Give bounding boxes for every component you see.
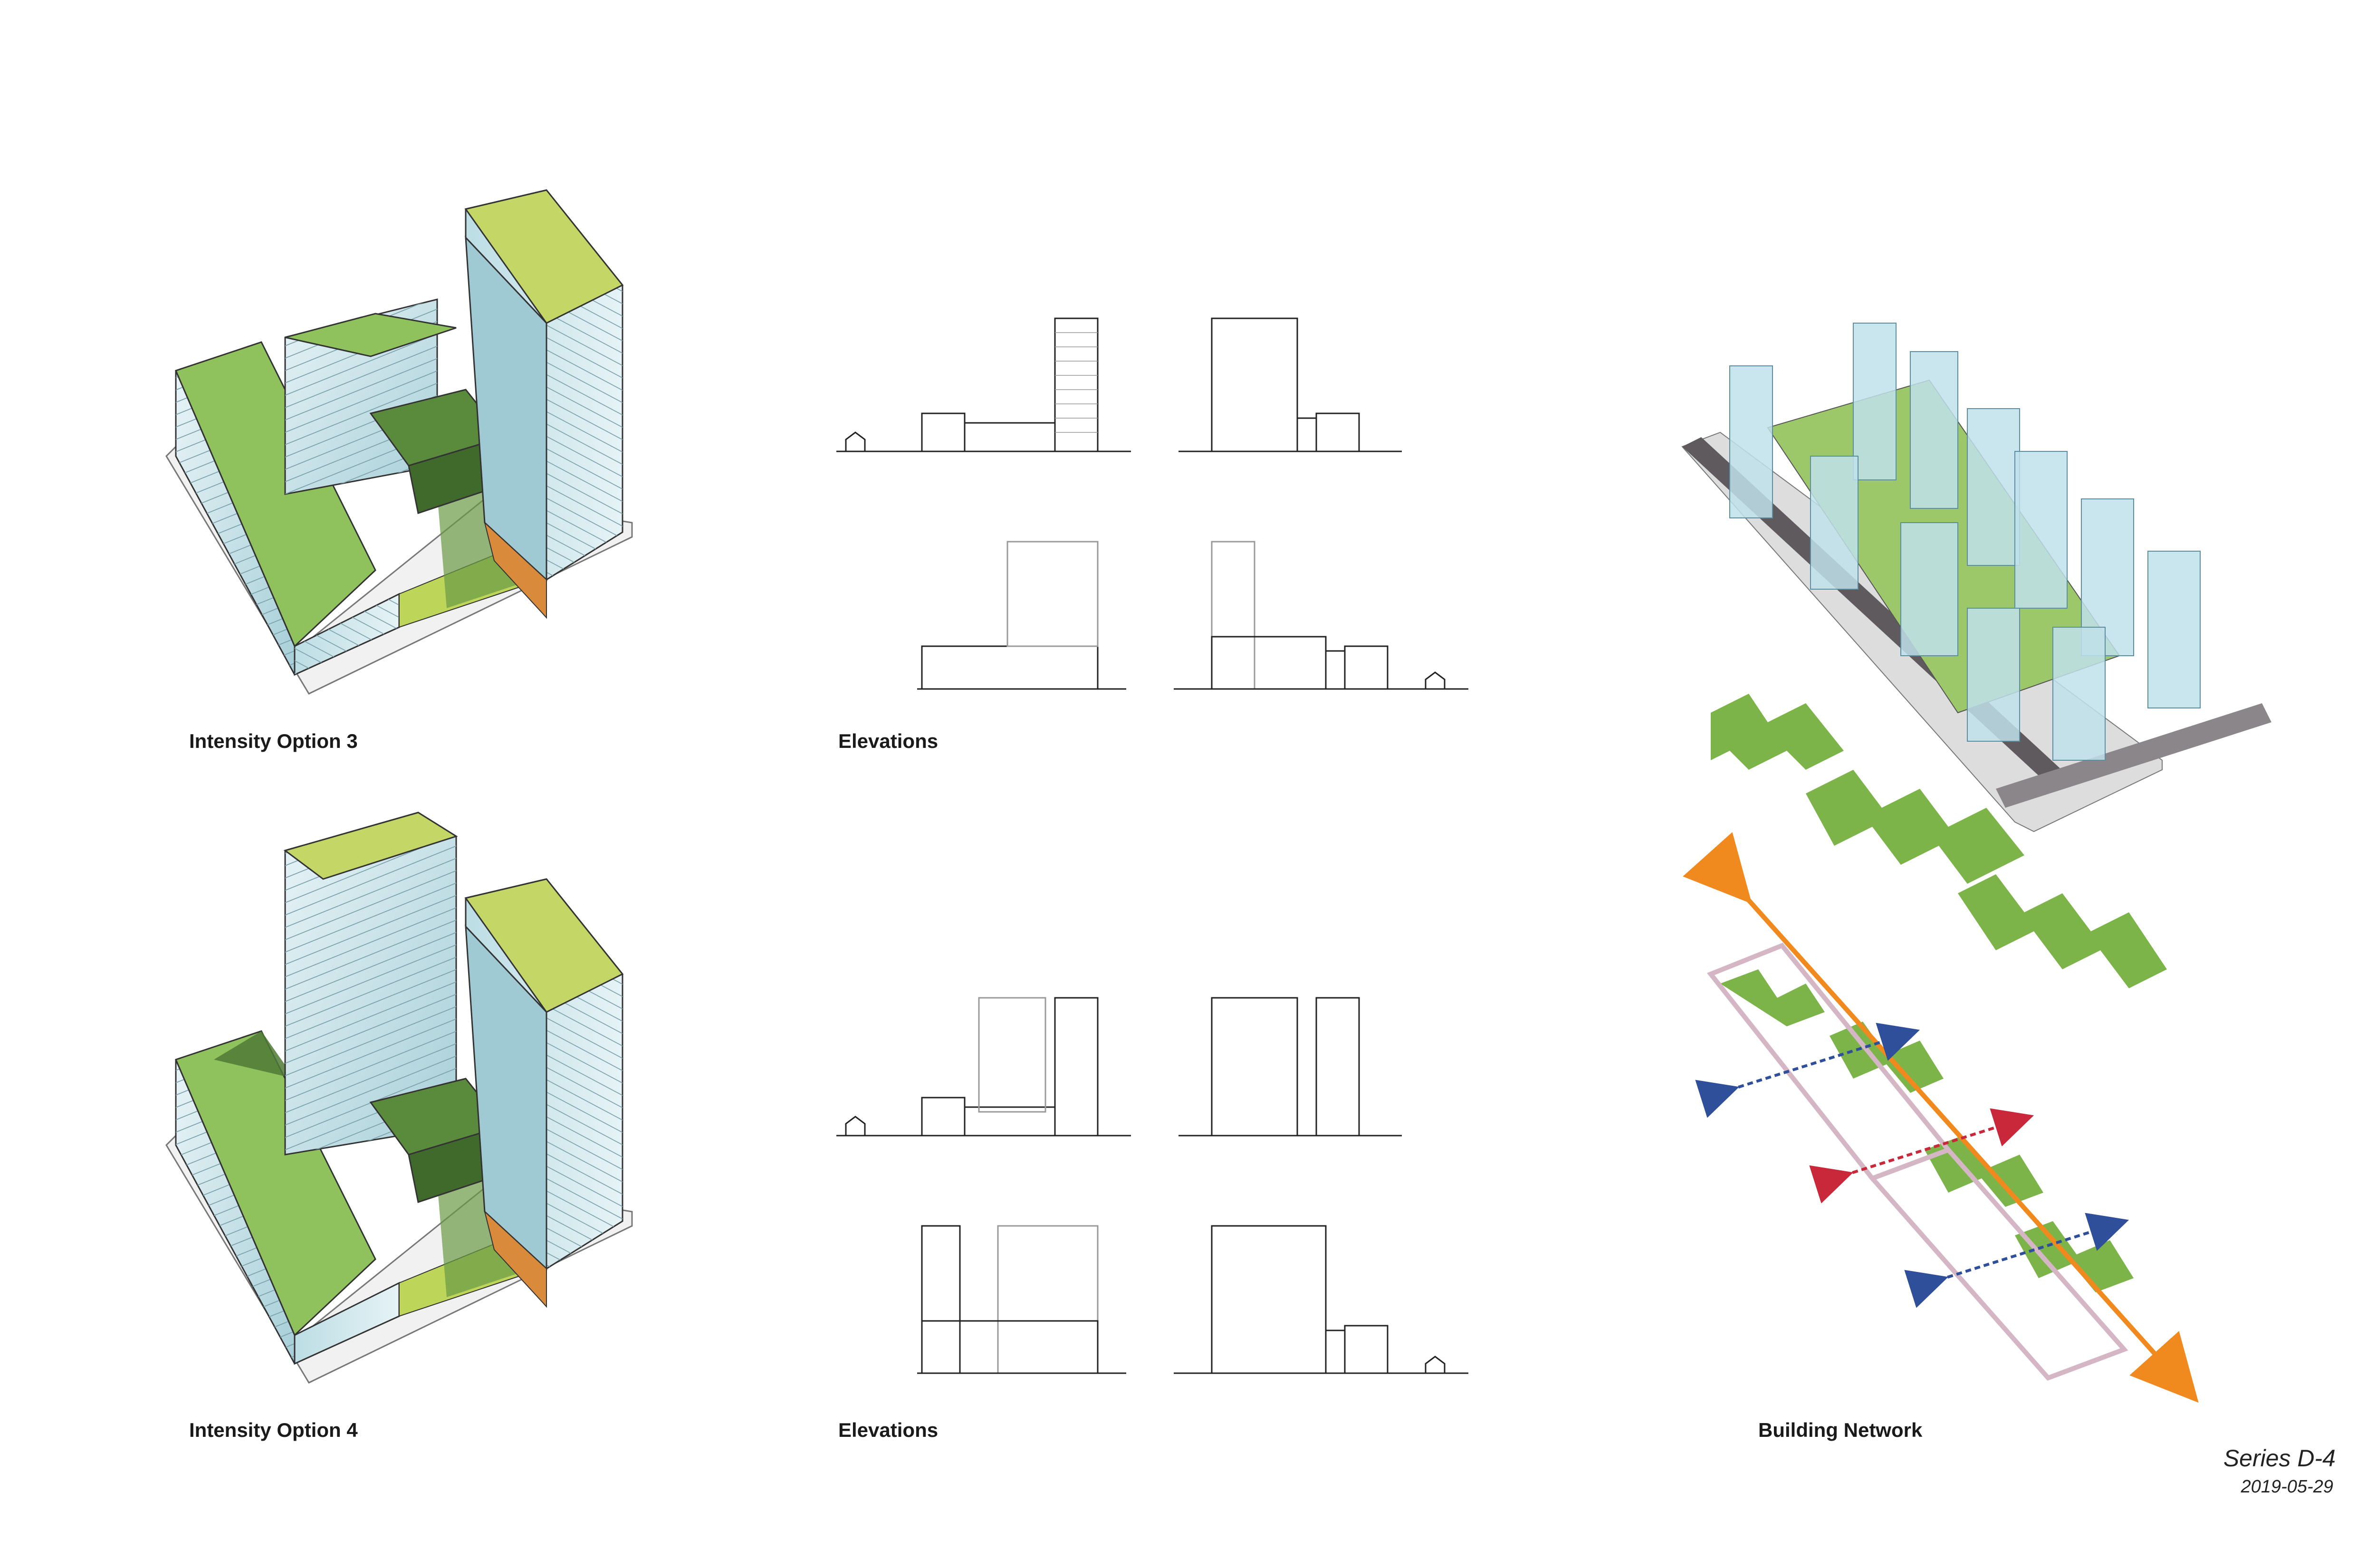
caption-elevations-top: Elevations <box>838 730 939 752</box>
massing-option-4 <box>165 812 633 1384</box>
series-label: Series D-4 <box>2223 1445 2336 1472</box>
elevations-option-4 <box>836 997 1468 1374</box>
caption-intensity-option-4: Intensity Option 4 <box>189 1419 358 1441</box>
caption-building-network: Building Network <box>1758 1419 1923 1441</box>
building-network-diagram <box>1681 323 2271 1403</box>
series-date: 2019-05-29 <box>2241 1477 2333 1497</box>
caption-elevations-bottom: Elevations <box>838 1419 939 1441</box>
massing-option-3 <box>165 189 633 695</box>
elevations-option-3 <box>836 317 1468 690</box>
caption-intensity-option-3: Intensity Option 3 <box>189 730 358 752</box>
